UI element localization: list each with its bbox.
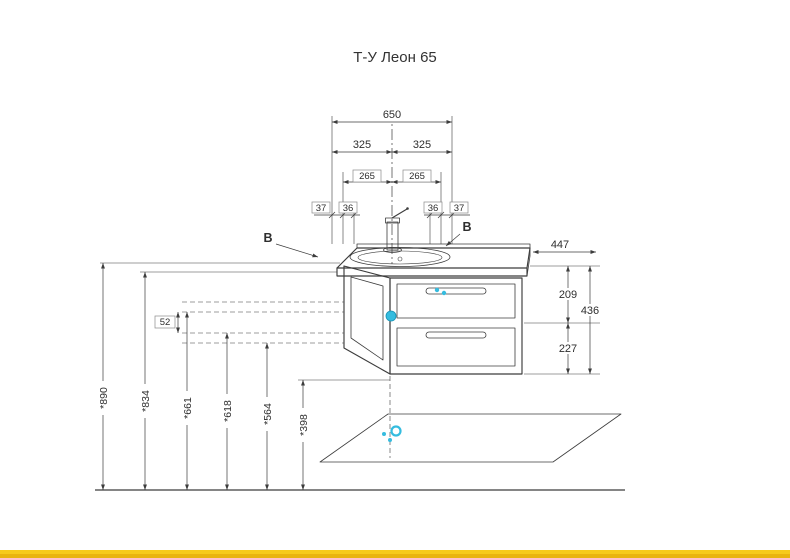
top-dimensions: 650 325 325 265 265 37 36 36 37 [311, 108, 470, 244]
dim-height-564: *564 [262, 403, 274, 425]
dim-height-618: *618 [222, 400, 234, 422]
bottom-drawer [396, 327, 516, 367]
cabinet-side-panel [343, 265, 391, 375]
vanity-cabinet [336, 207, 531, 375]
dim-cabinet-height: 436 [581, 305, 599, 317]
dim-edge-outer-left: 37 [316, 203, 327, 214]
dim-height-398: *398 [298, 414, 310, 436]
view-callout-left: В [263, 231, 319, 258]
marker-dot-floor-1 [382, 432, 386, 436]
dim-offset-right: 265 [409, 171, 425, 182]
view-callout-right: В [445, 220, 472, 247]
cabinet-front-face [389, 277, 523, 375]
floor-projection-outline [319, 413, 622, 463]
dim-height-661: *661 [182, 397, 194, 419]
sink-basin [349, 247, 451, 267]
cabinet-body [343, 265, 523, 375]
view-label-left: В [263, 231, 272, 245]
dim-rail-gap: 52 [160, 317, 171, 328]
dim-height-834: *834 [140, 390, 152, 412]
dim-divider-to-bottom: 227 [559, 343, 577, 355]
marker-dot-counter-1 [434, 287, 440, 293]
dim-edge-outer-right: 37 [454, 203, 465, 214]
right-dimensions: 447 209 227 436 [524, 239, 604, 375]
dim-counter-to-divider: 209 [559, 289, 577, 301]
left-dimensions: 52 *890 *834 *661 *618 *564 *398 [96, 262, 390, 490]
top-drawer-handle [425, 287, 487, 295]
side-panel-inset [350, 276, 384, 361]
footer-accent-bar [0, 550, 790, 558]
marker-dot-front [385, 310, 397, 322]
dim-half-right: 325 [413, 139, 431, 151]
view-label-right: В [462, 220, 471, 234]
faucet [383, 207, 409, 253]
dim-depth: 447 [551, 239, 569, 251]
dim-total-width: 650 [383, 109, 401, 121]
marker-dot-floor-2 [388, 438, 392, 442]
marker-ring-floor [390, 425, 402, 437]
top-drawer [396, 283, 516, 319]
dim-offset-left: 265 [359, 171, 375, 182]
drawing-title: Т-У Леон 65 [353, 49, 437, 66]
dim-half-left: 325 [353, 139, 371, 151]
bottom-drawer-handle [425, 331, 487, 339]
dim-edge-inner-left: 36 [343, 203, 354, 214]
dim-height-890: *890 [98, 387, 110, 409]
dim-edge-inner-right: 36 [428, 203, 439, 214]
marker-dots [382, 287, 447, 442]
marker-dot-counter-2 [441, 290, 447, 296]
